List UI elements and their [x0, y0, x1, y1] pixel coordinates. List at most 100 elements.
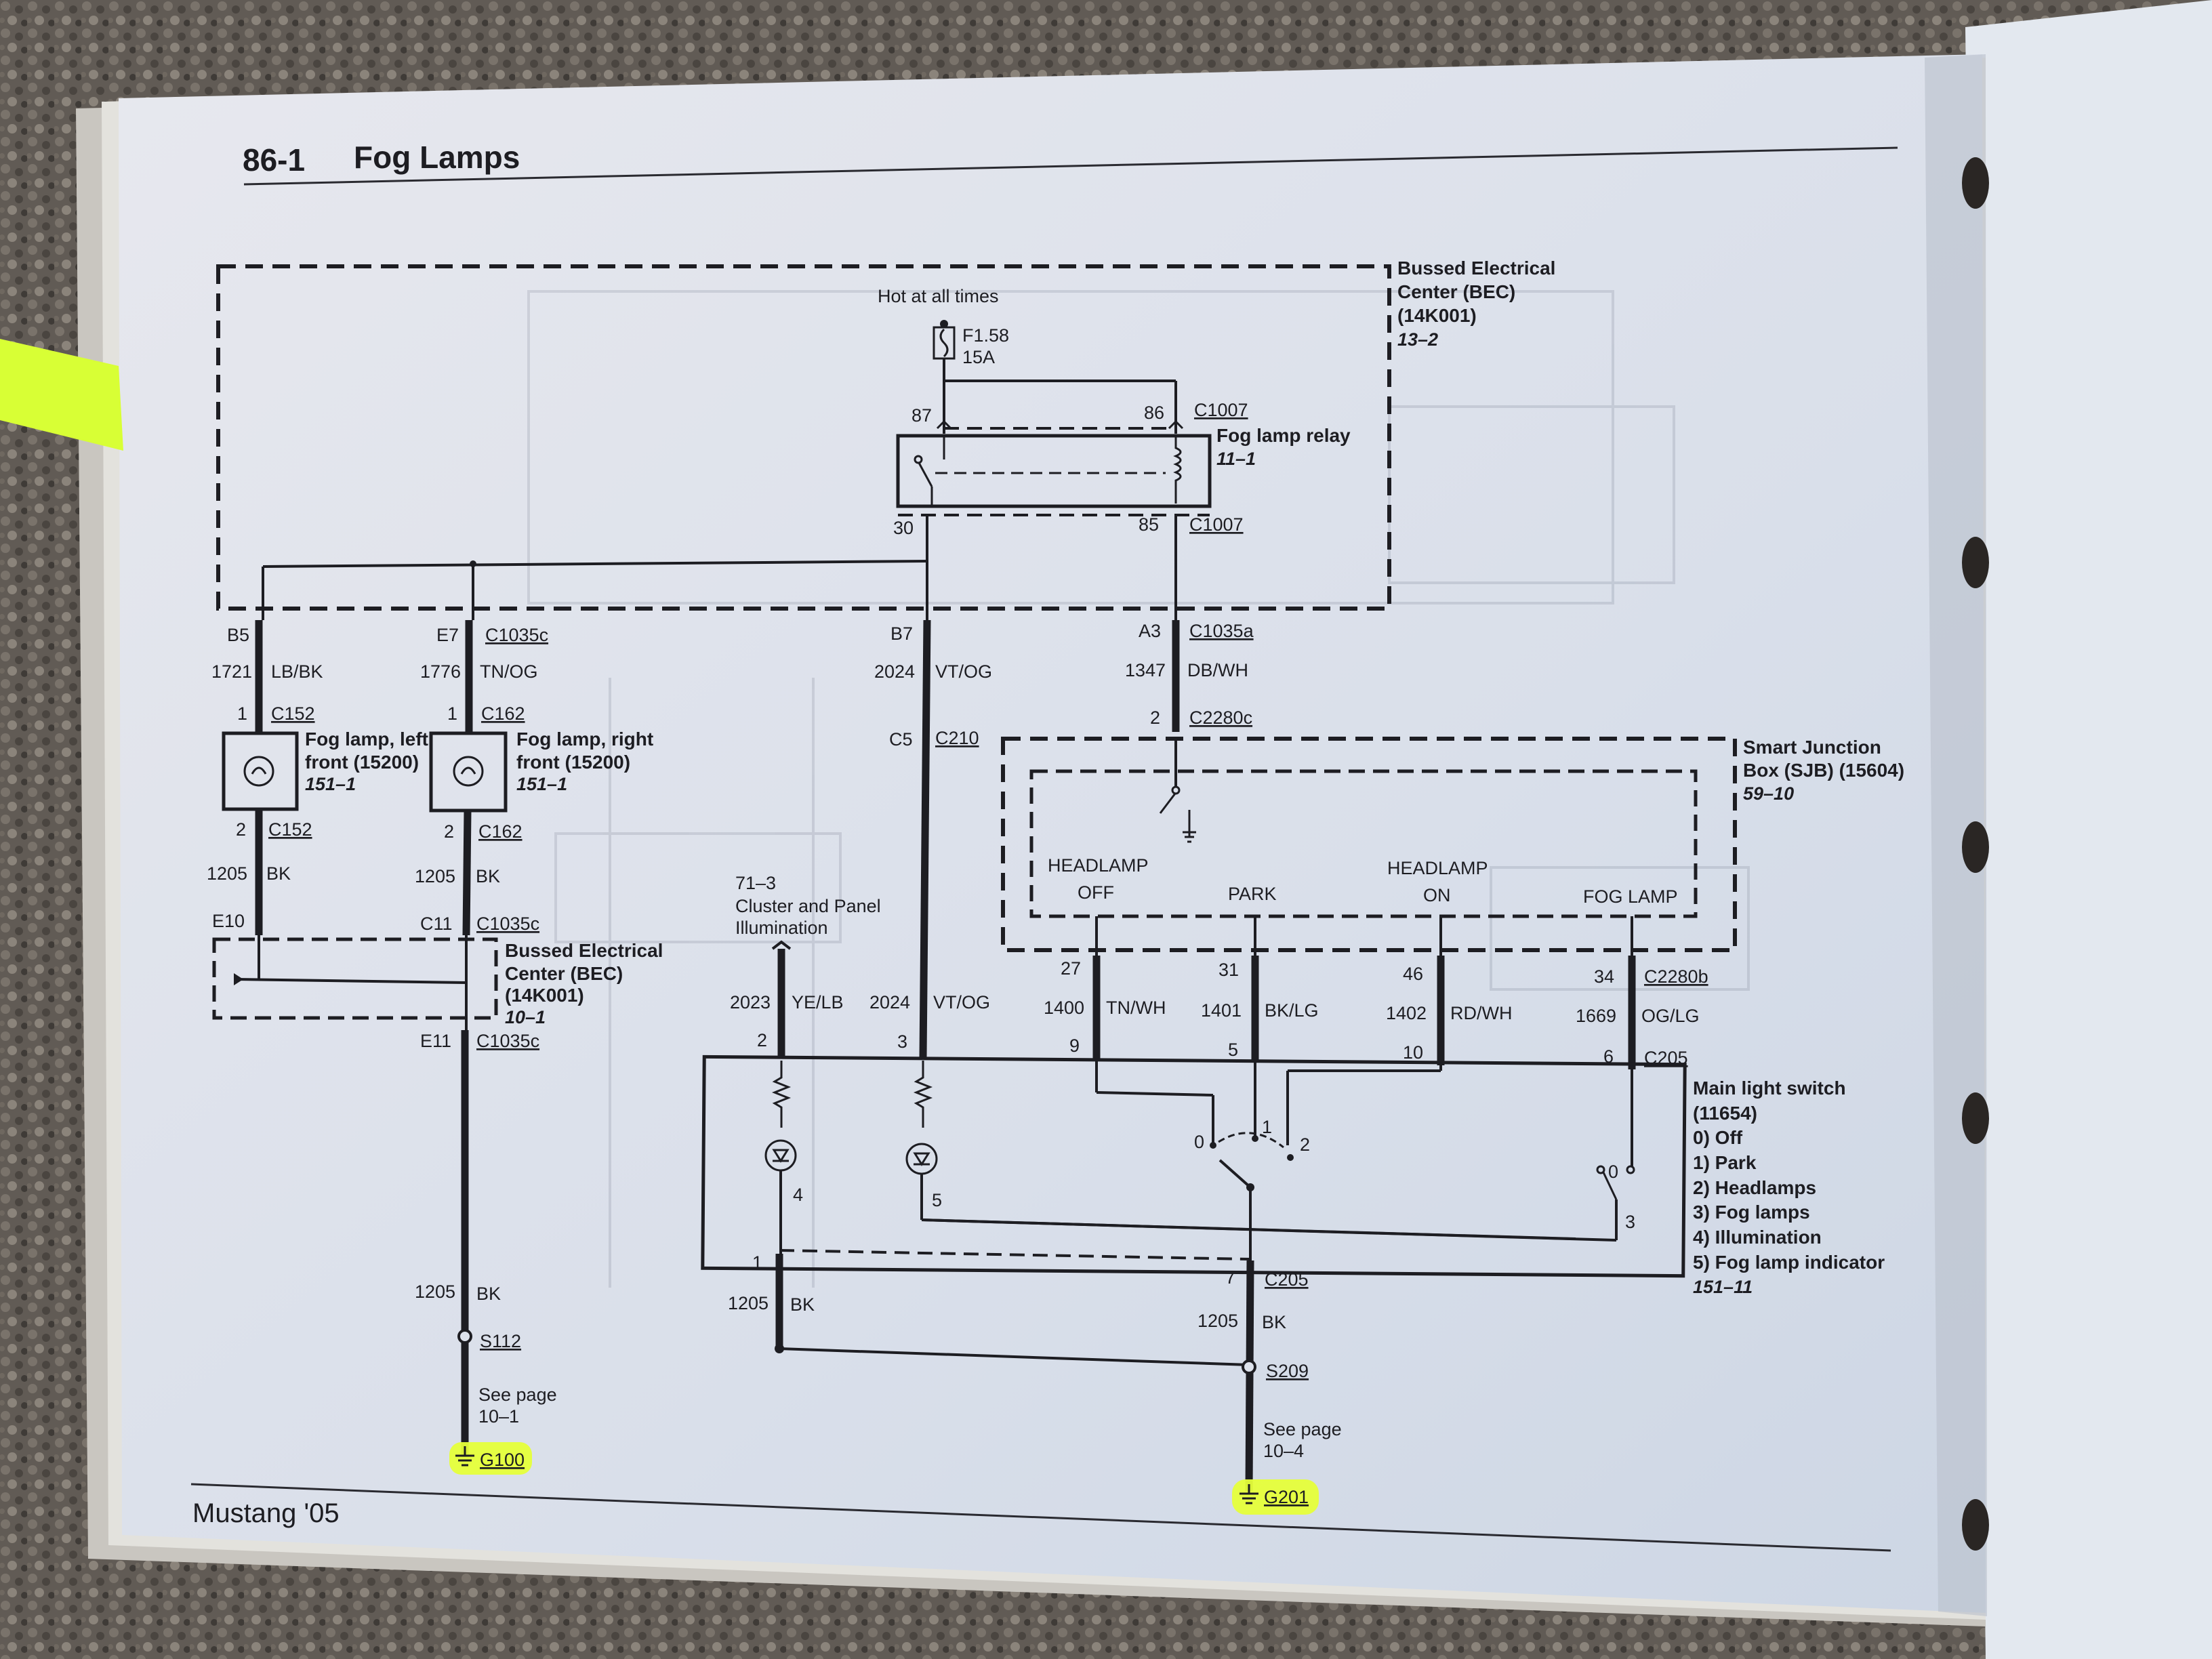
binder-hole — [1962, 157, 1989, 209]
sjb-wire-0-color: TN/WH — [1106, 998, 1166, 1018]
fog-lamp-right — [429, 731, 508, 813]
ground-g100: G100 — [480, 1450, 525, 1470]
bec-bottom-box — [212, 937, 498, 1020]
fog-left-ref: 151–1 — [305, 774, 356, 794]
bec-bottom-line-2: Center (BEC) — [505, 963, 623, 984]
sjb-wire-3-circuit: 1669 — [1576, 1006, 1616, 1026]
switch-conn-c205-bottom: C205 — [1265, 1269, 1309, 1290]
fog-right-color: BK — [476, 866, 500, 886]
circuit-2024: 2024 — [874, 661, 915, 682]
switch-ref: 151–11 — [1693, 1277, 1753, 1297]
fog-left-pin-e10: E10 — [212, 911, 245, 931]
color-2024: VT/OG — [935, 661, 992, 682]
splice-s112-label: S112 — [480, 1331, 521, 1351]
sjb-wire-1-circuit: 1401 — [1201, 1000, 1242, 1021]
fuse-name: F1.58 — [962, 325, 1009, 346]
page-title: Fog Lamps — [354, 140, 520, 175]
sjb-pos-park: PARK — [1228, 884, 1277, 904]
cluster-circuit: 2023 — [730, 992, 771, 1012]
fog-right-conn-top: C162 — [481, 703, 525, 724]
fog-left-circuit: 1205 — [207, 863, 247, 884]
sjb-wire-2-top-pin: 46 — [1403, 964, 1423, 984]
relay-pin-30: 30 — [893, 518, 914, 538]
color-1776: TN/OG — [480, 661, 538, 682]
binder-hole — [1962, 537, 1989, 588]
fog-right-line-1: Fog lamp, right — [516, 729, 653, 750]
ground-right-see-2: 10–4 — [1263, 1441, 1304, 1461]
fog-lamp-left — [222, 731, 299, 811]
ground-right-color-right: BK — [1262, 1312, 1286, 1332]
lamp-bulb-icon — [243, 756, 274, 787]
ground-left-see-2: 10–1 — [478, 1406, 519, 1427]
switch-position-3: 3) Fog lamps — [1693, 1202, 1810, 1223]
bec-top-box — [216, 264, 1391, 611]
switch-position-4: 4) Illumination — [1693, 1227, 1822, 1248]
sjb-wire-2-color: RD/WH — [1450, 1003, 1512, 1023]
footer-rule — [190, 1483, 1891, 1552]
sjb-pos-fog: FOG LAMP — [1583, 886, 1678, 907]
main-light-switch-label: Main light switch (11654) 0) Off 1) Park… — [1693, 1078, 1885, 1297]
circuit-1721: 1721 — [211, 661, 252, 682]
sjb-wire-3-top-pin: 34 — [1594, 966, 1614, 987]
relay-pin-87: 87 — [912, 405, 932, 426]
fog-left-line-1: Fog lamp, left — [305, 729, 428, 750]
fog-lamp-relay — [896, 434, 1212, 508]
wire-2024 — [919, 619, 931, 1058]
sjb-pos-headlamp-off-1: HEADLAMP — [1048, 855, 1149, 876]
cluster-color: YE/LB — [792, 992, 844, 1012]
sjb-inner-box — [1029, 769, 1698, 918]
sjb-wire-0-circuit: 1400 — [1044, 998, 1084, 1018]
fog-left-pin-bottom: 2 — [236, 819, 246, 840]
conn-c210: C210 — [935, 728, 979, 748]
cluster-ref: 71–3 — [735, 873, 776, 893]
sjb-wire-1-top-pin: 31 — [1218, 960, 1239, 980]
footer-text: Mustang '05 — [192, 1498, 340, 1528]
ground-right-color-left: BK — [790, 1294, 815, 1315]
relay-conn-top: C1007 — [1194, 400, 1248, 420]
ground-right-see-1: See page — [1263, 1419, 1342, 1439]
switch-pos-2: 2 — [1300, 1134, 1310, 1155]
sjb-wire-3-color: OG/LG — [1641, 1006, 1700, 1026]
color-1347: DB/WH — [1187, 660, 1248, 680]
fog-left-conn-bottom: C152 — [268, 819, 312, 840]
header-rule — [243, 146, 1898, 186]
main-light-switch — [701, 1054, 1687, 1278]
bec-bottom-pin-e11: E11 — [420, 1031, 451, 1051]
fog-right-pin-c11: C11 — [420, 914, 453, 934]
fog-right-pin-top: 1 — [447, 703, 457, 724]
switch-fog-0: 0 — [1608, 1162, 1618, 1182]
fog-left-conn-top: C152 — [271, 703, 315, 724]
switch-out-pin-1: 1 — [752, 1252, 762, 1273]
sjb-wire-2-bottom-pin: 10 — [1403, 1042, 1423, 1063]
lamp-bulb-icon — [453, 756, 484, 787]
circuit-1776: 1776 — [420, 661, 461, 682]
binder-hole — [1962, 1092, 1989, 1144]
fog-right-ref: 151–1 — [516, 774, 567, 794]
binder-hole — [1962, 821, 1989, 873]
splice-s209-label: S209 — [1266, 1361, 1309, 1381]
pin-a3: A3 — [1139, 621, 1161, 641]
relay-name: Fog lamp relay — [1216, 425, 1351, 446]
bec-bottom-conn-e11: C1035c — [476, 1031, 539, 1051]
pin-b7: B7 — [890, 623, 913, 644]
switch-out-pin-7: 7 — [1225, 1267, 1235, 1288]
ground-left-circuit: 1205 — [415, 1282, 455, 1302]
conn-c1035a: C1035a — [1189, 621, 1254, 641]
ground-right-circuit-left: 1205 — [728, 1293, 769, 1313]
page-number: 86-1 — [243, 142, 305, 178]
cluster-line-1: Cluster and Panel — [735, 896, 881, 916]
switch-lamp-pin-b: 5 — [932, 1190, 942, 1210]
switch-pos-1: 1 — [1262, 1117, 1272, 1137]
ground-icon — [455, 1446, 474, 1467]
fuse-rating: 15A — [962, 347, 995, 367]
switch-position-5: 5) Fog lamp indicator — [1693, 1252, 1885, 1273]
fog-left-color: BK — [266, 863, 291, 884]
bec-top-line-1: Bussed Electrical — [1397, 258, 1555, 279]
vtog-low-color: VT/OG — [933, 992, 990, 1012]
g201-highlight — [1232, 1479, 1319, 1515]
color-1721: LB/BK — [271, 661, 323, 682]
bec-top-line-3: (14K001) — [1397, 305, 1477, 326]
sjb-ref: 59–10 — [1743, 783, 1794, 804]
